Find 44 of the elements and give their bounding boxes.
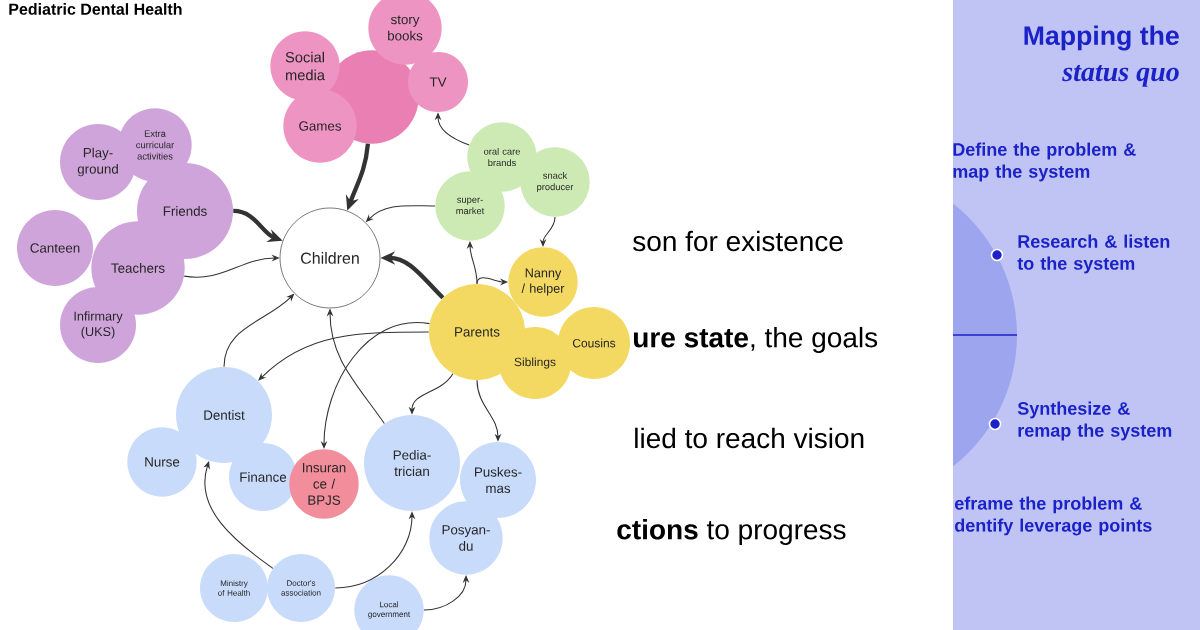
node-label: Social media xyxy=(285,51,325,81)
sentence: ure state, the goals xyxy=(634,326,878,354)
node-label: Friends xyxy=(163,206,207,216)
circle-node: Insuran ce / BPJS xyxy=(289,449,359,519)
node-label: Posyan- du xyxy=(442,525,490,551)
heading: Mapping the xyxy=(1024,25,1179,51)
node-label: Play- ground xyxy=(77,147,118,177)
circle-node: snack producer xyxy=(520,147,590,217)
node-label: oral care brands xyxy=(483,147,520,167)
node-label: Games xyxy=(299,121,342,131)
step-label: Research & listen to the system xyxy=(1017,234,1170,274)
circle-node: Doctor's association xyxy=(267,554,335,622)
arrow xyxy=(258,331,430,381)
circle-node: Infirmary (UKS) xyxy=(60,287,136,363)
circle-node: Cousins xyxy=(558,307,630,379)
circle-node: Nanny / helper xyxy=(508,247,578,317)
node-label: Cousins xyxy=(572,338,616,348)
node-label: Dentist xyxy=(204,410,245,420)
circle-node: TV xyxy=(408,52,468,112)
sentence: son for existence xyxy=(633,230,843,252)
node-label: Extra curricular activities xyxy=(136,130,175,160)
title: Pediatric Dental Health xyxy=(9,3,182,15)
circle-node: Games xyxy=(283,89,357,163)
circle-node: Siblings xyxy=(499,327,571,399)
circle-node: super- market xyxy=(435,171,505,241)
step-label: eframe the problem & dentify leverage points xyxy=(955,496,1152,536)
circle-node: Posyan- du xyxy=(429,501,503,575)
step-label: Define the problem & map the system xyxy=(953,142,1136,182)
circle-node: Canteen xyxy=(17,210,93,286)
circle-node: Ministry of Health xyxy=(200,554,268,622)
node-label: Parents xyxy=(455,327,500,337)
circle-node: Children xyxy=(279,207,381,309)
step-label: Synthesize & remap the system xyxy=(1017,401,1172,441)
circle-node: Pedia- trician xyxy=(364,415,460,511)
circle-node: Puskes- mas xyxy=(460,442,536,518)
circle-node: Nurse xyxy=(127,427,197,497)
sentence: ctions to progress xyxy=(617,518,846,546)
sentence: lied to reach vision xyxy=(635,427,864,449)
circle-node: Social media xyxy=(270,31,340,101)
node-label: snack producer xyxy=(537,171,574,193)
circle-node: Teachers xyxy=(91,221,185,315)
heading: status quo xyxy=(1062,65,1179,87)
circle-node: Finance xyxy=(229,443,297,511)
node-label: Finance xyxy=(240,472,287,482)
